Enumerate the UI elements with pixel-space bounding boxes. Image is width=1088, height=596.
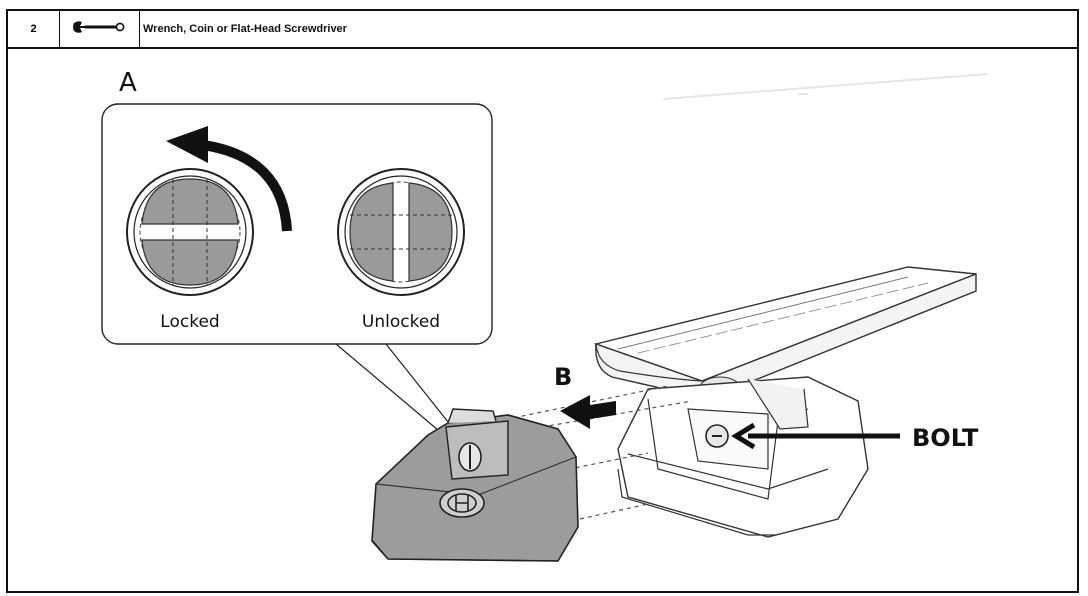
rack-foot — [617, 376, 869, 538]
rotate-arrow-icon — [166, 126, 292, 232]
unlocked-dial — [337, 168, 465, 296]
bolt-pointer-arrow — [731, 422, 900, 450]
locked-dial — [126, 168, 254, 296]
end-cap-cover — [371, 408, 579, 562]
tool-cell — [60, 11, 140, 47]
locked-label: Locked — [160, 312, 219, 332]
tool-description: Wrench, Coin or Flat-Head Screwdriver — [143, 23, 347, 35]
bolt-label: BOLT — [912, 424, 979, 452]
installation-figure: A — [8, 49, 1077, 591]
step-number: 2 — [8, 11, 60, 47]
unlocked-label: Unlocked — [362, 312, 440, 332]
callout-a-label: A — [119, 68, 137, 98]
instruction-step-table: 2 Wrench, Coin or Flat-Head Screwdriver … — [6, 9, 1079, 593]
wrench-icon — [72, 20, 128, 39]
crossbar — [593, 73, 989, 406]
callout-b-label: B — [554, 363, 572, 391]
alignment-guides — [497, 385, 693, 520]
slide-arrow-icon — [560, 395, 616, 429]
step-header-row: 2 Wrench, Coin or Flat-Head Screwdriver — [8, 11, 1077, 49]
